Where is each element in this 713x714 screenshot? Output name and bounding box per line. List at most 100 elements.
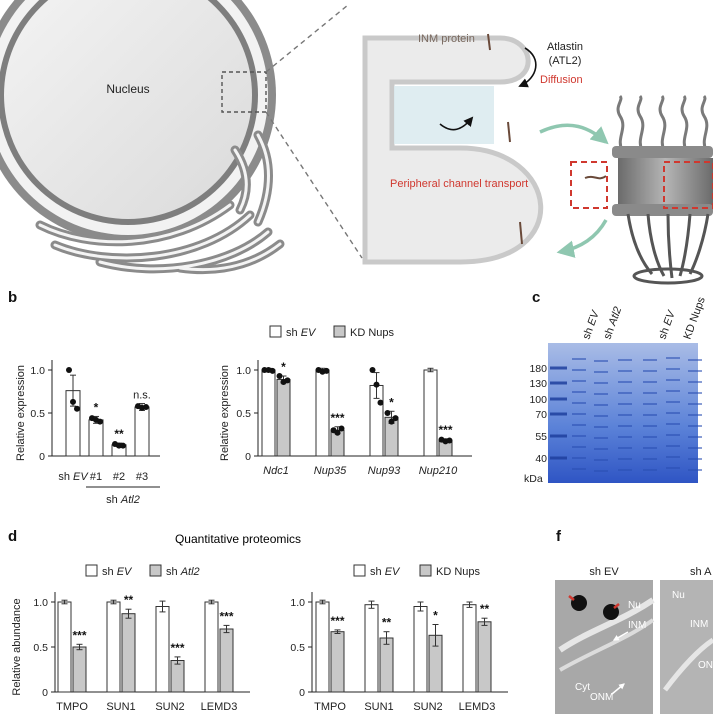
- bar-ev: [57, 601, 72, 693]
- x-tick-label: LEMD3: [459, 701, 496, 713]
- y-tick-label: 0.5: [30, 408, 45, 420]
- legend-label: KD Nups: [436, 566, 481, 578]
- sample-band: [572, 424, 586, 426]
- data-point: [392, 415, 399, 422]
- bar-ev: [315, 369, 330, 457]
- atl2-label: (ATL2): [549, 55, 582, 67]
- legend-swatch: [269, 325, 282, 338]
- ladder-band: [550, 381, 567, 385]
- sample-band: [666, 390, 680, 392]
- bar: [134, 406, 150, 457]
- x-tick-label: SUN2: [413, 701, 442, 713]
- y-tick-label: 0: [245, 451, 251, 463]
- x-tick-label: TMPO: [56, 701, 88, 713]
- legend-swatch: [149, 564, 162, 577]
- x-tick-label: SUN1: [106, 701, 135, 713]
- x-tick-label: SUN2: [155, 701, 184, 713]
- bar-kd: [219, 628, 234, 693]
- significance-label: ***: [330, 411, 344, 425]
- em-inm-label-2: INM: [690, 619, 708, 630]
- sample-band: [688, 403, 702, 405]
- sample-band: [572, 391, 586, 393]
- red-box-right: [663, 161, 713, 209]
- nucleus-illustration: [0, 0, 285, 275]
- bar-kd: [379, 637, 394, 693]
- atlastin-label: Atlastin: [547, 41, 583, 53]
- bar-kd: [170, 660, 185, 693]
- gel-bands: [550, 357, 702, 472]
- bar-kd: [330, 631, 345, 693]
- x-tick-label: Nup35: [314, 465, 347, 477]
- significance-label: **: [124, 593, 134, 607]
- y-tick-label: 1.0: [33, 597, 48, 609]
- sample-band: [572, 402, 586, 404]
- sample-band: [572, 358, 586, 360]
- x-tick-label: TMPO: [314, 701, 346, 713]
- significance-label: **: [382, 616, 392, 630]
- em-label-atl2: sh A: [690, 566, 712, 578]
- em-onm-label: ONM: [590, 692, 613, 703]
- em-cyt-label: Cyt: [575, 682, 590, 693]
- data-point: [377, 399, 384, 406]
- sample-band: [643, 381, 657, 383]
- ladder-band: [550, 366, 567, 370]
- x-tick-label: Ndc1: [263, 465, 289, 477]
- legend-label: sh Atl2: [166, 566, 200, 578]
- bar-ev: [364, 604, 379, 693]
- sample-band: [572, 413, 586, 415]
- sample-band: [618, 359, 632, 361]
- data-point: [369, 367, 376, 373]
- sample-band: [666, 445, 680, 447]
- data-point: [74, 405, 80, 412]
- y-axis-label: Relative abundance: [11, 598, 23, 695]
- sample-band: [618, 392, 632, 394]
- lane-label: sh EV: [657, 308, 679, 341]
- y-axis-label: Relative expression: [219, 365, 231, 461]
- sample-band: [666, 401, 680, 403]
- sample-band: [666, 412, 680, 414]
- marker-label: 100: [529, 394, 547, 406]
- sample-band: [618, 447, 632, 449]
- significance-label: ***: [330, 614, 344, 628]
- sample-band: [688, 359, 702, 361]
- bar-kd: [276, 378, 291, 457]
- x-tick-label: #1: [90, 471, 102, 483]
- bar-ev: [462, 604, 477, 693]
- sample-band: [666, 357, 680, 359]
- y-tick-label: 0.5: [290, 642, 305, 654]
- panel-letter-c: c: [532, 289, 540, 306]
- x-tick-label: LEMD3: [201, 701, 238, 713]
- sample-band: [643, 414, 657, 416]
- data-point: [388, 418, 395, 425]
- data-point: [284, 377, 291, 384]
- sample-band: [666, 368, 680, 370]
- em-onm-label-2: ON: [698, 660, 713, 671]
- sample-band: [618, 469, 632, 471]
- panel-letter-b: b: [8, 289, 17, 306]
- data-point: [373, 381, 380, 388]
- x-tick-label: #3: [136, 471, 148, 483]
- bar-kd: [477, 621, 492, 693]
- y-tick-label: 0: [39, 451, 45, 463]
- legend-swatch: [353, 564, 366, 577]
- x-tick-label: #2: [113, 471, 125, 483]
- sample-band: [666, 423, 680, 425]
- ladder-band: [550, 456, 567, 460]
- lane-label: KD Nups: [682, 295, 709, 341]
- em-label-ev: sh EV: [589, 566, 619, 578]
- data-point: [446, 437, 453, 444]
- significance-label: ***: [438, 423, 452, 437]
- legend-label: sh EV: [370, 566, 401, 578]
- bar-ev: [155, 606, 170, 693]
- bar-ev: [413, 606, 428, 693]
- sample-band: [643, 359, 657, 361]
- sample-band: [618, 436, 632, 438]
- significance-label: ***: [170, 641, 184, 655]
- sample-band: [618, 370, 632, 372]
- bar-ev: [315, 601, 330, 693]
- data-point: [97, 418, 103, 425]
